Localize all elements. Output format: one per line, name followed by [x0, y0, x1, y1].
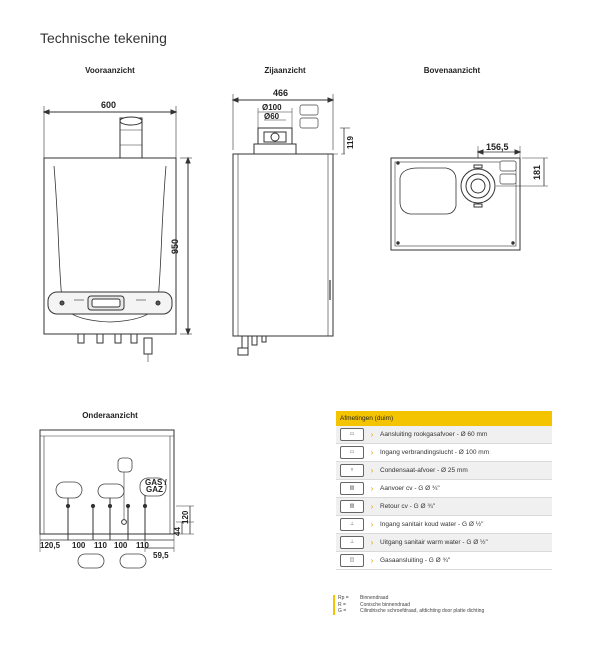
condensate-icon: ▿: [340, 464, 364, 477]
gas-label-2: GAZ: [146, 485, 163, 494]
page-title: Technische tekening: [40, 30, 167, 46]
table-row: ◫ › Gasaansluiting - G Ø ¾": [336, 552, 552, 570]
legend: Rp =Binnendraad R =Conische binnendraad …: [338, 595, 484, 615]
supply-icon: ▥: [340, 482, 364, 495]
air-intake-icon: ▭: [340, 446, 364, 459]
bottom-dim-1: 120,5: [40, 541, 61, 550]
table-header: Afmetingen (duim): [336, 411, 552, 426]
side-119-dim: 119: [346, 136, 355, 149]
bottom-120-dim: 120: [181, 510, 190, 524]
top-156-dim: 156,5: [486, 142, 509, 152]
table-row: ▭ › Aansluiting rookgasafvoer - Ø 60 mm: [336, 426, 552, 444]
top-flue-icon: [499, 160, 517, 185]
front-width-dim: 600: [101, 100, 116, 110]
top-view-label: Bovenaanzicht: [423, 66, 481, 75]
side-view: [231, 94, 350, 356]
gas-icon: ◫: [340, 554, 364, 567]
bottom-44-dim: 44: [173, 527, 182, 536]
front-view-label: Vooraanzicht: [85, 66, 135, 75]
top-181-dim: 181: [532, 165, 542, 180]
table-row: ⊥ › Ingang sanitair koud water - G Ø ½": [336, 516, 552, 534]
bottom-dim-5: 110: [136, 541, 149, 550]
supply-badge-icon: [97, 483, 125, 499]
cold-water-icon: ⊥: [340, 518, 364, 531]
condensate-badge-icon: [117, 457, 133, 473]
table-row: ▿ › Condensaat-afvoer - Ø 25 mm: [336, 462, 552, 480]
side-flue-icon: [299, 104, 319, 129]
bottom-dim-4: 100: [114, 541, 128, 550]
top-view: [390, 146, 548, 251]
dimensions-table: Afmetingen (duim) ▭ › Aansluiting rookga…: [336, 411, 552, 570]
gas-badge-icon: [139, 477, 167, 497]
front-view: [42, 106, 192, 362]
side-d60-dim: Ø60: [264, 112, 280, 121]
front-height-dim: 950: [170, 239, 180, 254]
legend-accent: [333, 595, 335, 615]
bottom-icons: [55, 457, 167, 569]
table-row: ▥ › Aanvoer cv - G Ø ¾": [336, 480, 552, 498]
gas-label-1: GAS /: [145, 478, 168, 487]
return-badge-icon: [119, 553, 147, 569]
hot-water-icon: ⊥: [340, 536, 364, 549]
return-icon: ▥: [340, 500, 364, 513]
side-view-label: Zijaanzicht: [264, 66, 306, 75]
table-row: ⊥ › Uitgang sanitair warm water - G Ø ½": [336, 534, 552, 552]
legend-item: G =Cilindrische schroefdraad, afdichting…: [338, 608, 485, 614]
side-width-dim: 466: [273, 88, 288, 98]
cold-water-badge-icon: [55, 481, 83, 499]
table-row: ▭ › Ingang verbrandingslucht - Ø 100 mm: [336, 444, 552, 462]
flue-icon: ▭: [340, 428, 364, 441]
bottom-dim-3: 110: [94, 541, 107, 550]
table-row: ▥ › Retour cv - G Ø ¾": [336, 498, 552, 516]
bottom-59-dim: 59,5: [153, 551, 169, 560]
hot-water-badge-icon: [77, 553, 105, 569]
bottom-view-label: Onderaanzicht: [82, 411, 138, 420]
bottom-dim-2: 100: [72, 541, 86, 550]
legend-item: Rp =Binnendraad: [338, 595, 389, 601]
side-d100-dim: Ø100: [262, 103, 282, 112]
legend-item: R =Conische binnendraad: [338, 601, 411, 608]
